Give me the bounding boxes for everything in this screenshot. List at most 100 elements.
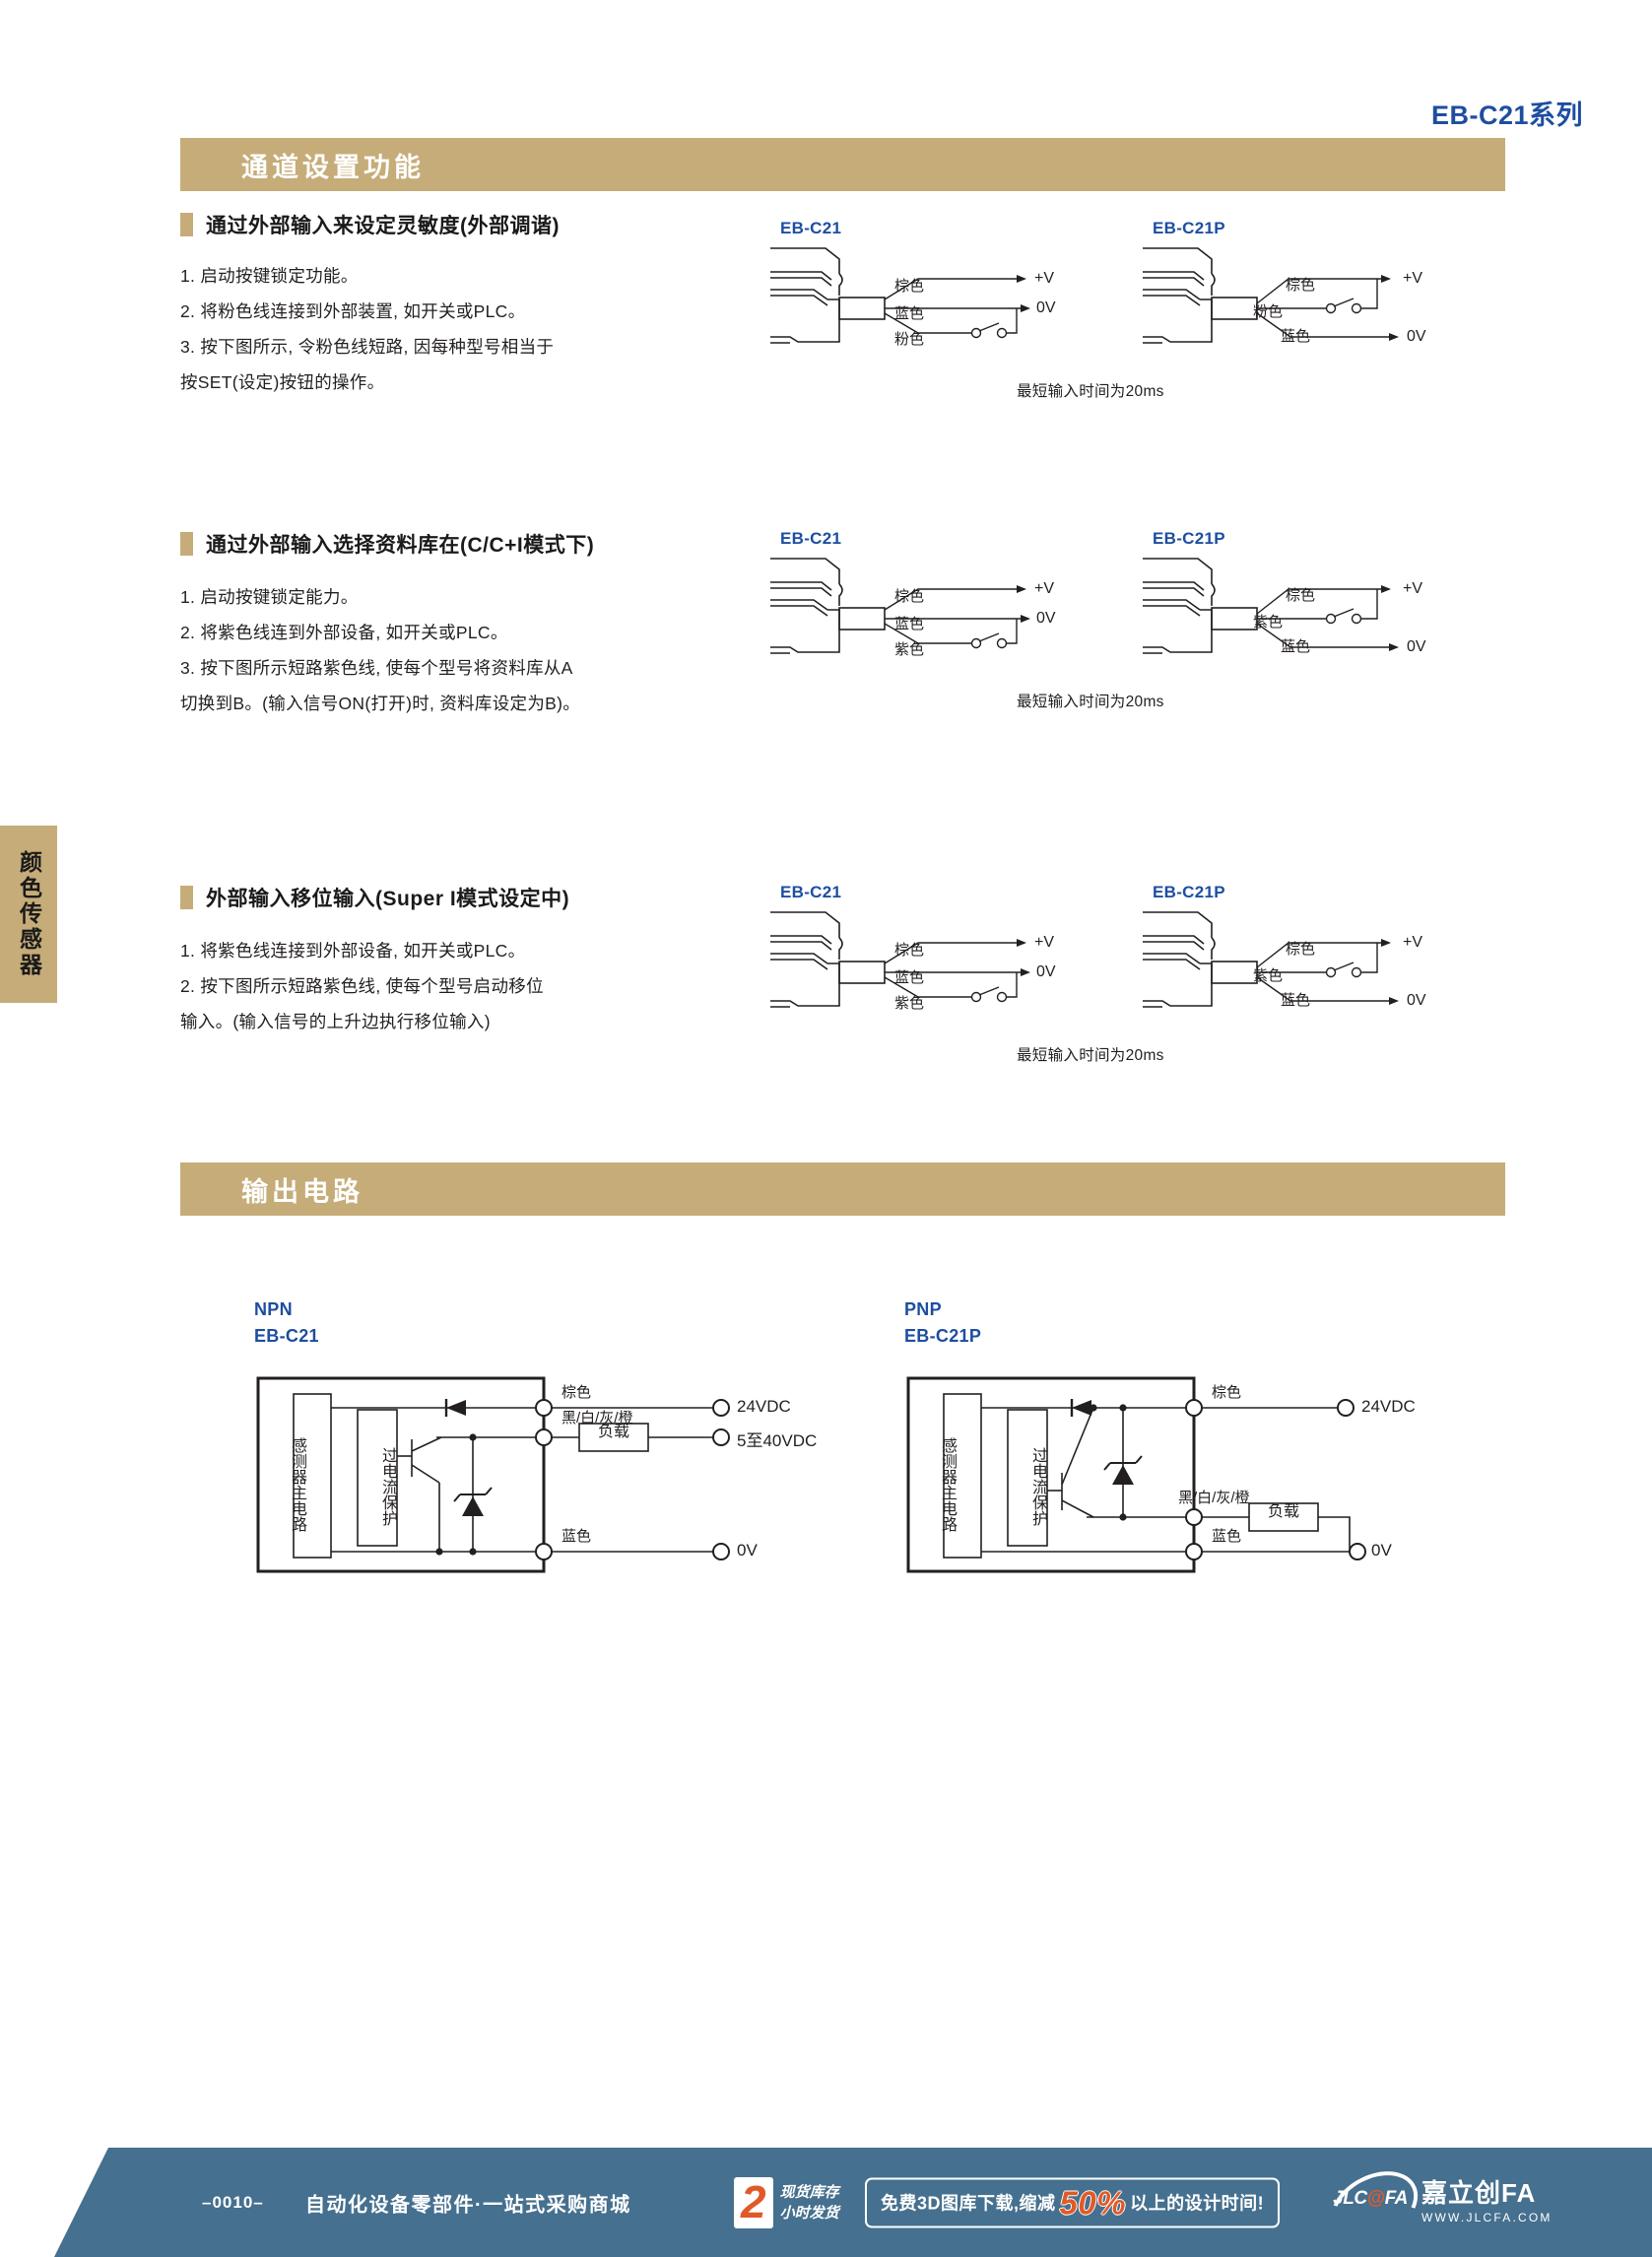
company-logo[interactable]: JLC@FA 嘉立创FA WWW.JLCFA.COM (1318, 2157, 1553, 2256)
diagram-3-note: 最短输入时间为20ms (1017, 1047, 1164, 1064)
diagram-3-pnp-label: EB-C21P (1153, 883, 1225, 901)
wiring-diagram-2-pnp (1141, 557, 1446, 670)
heading-marker-icon (180, 532, 193, 556)
page-title: EB-C21系列 (1430, 100, 1583, 130)
output-circuit-npn (254, 1374, 806, 1581)
wiring-diagram-3-pnp (1141, 910, 1446, 1024)
output-npn-wire-brown: 棕色 (562, 1384, 592, 1401)
side-tab-color-sensor: 颜色传感器 (0, 826, 57, 1003)
diagram-1-pnp-term-zero: 0V (1407, 328, 1426, 345)
heading-marker-icon (180, 886, 193, 909)
heading-marker-icon (180, 213, 193, 236)
output-pnp-term-24vdc: 24VDC (1361, 1397, 1416, 1416)
section-header-output-label: 输出电路 (241, 1176, 363, 1207)
output-pnp-wire-brown: 棕色 (1212, 1384, 1242, 1401)
subsection-heading-2-label: 通过外部输入选择资料库在(C/C+I模式下) (206, 534, 595, 557)
diagram-3-npn-wire-signal: 紫色 (894, 995, 925, 1012)
diagram-3-npn-wire-brown: 棕色 (894, 942, 925, 959)
output-pnp-wire-out: 黑/白/灰/橙 (1178, 1490, 1250, 1506)
promo-prefix: 免费3D图库下载,缩减 (881, 2193, 1056, 2214)
output-pnp-load-label: 负载 (1267, 1503, 1299, 1520)
output-npn-term-5to40vdc: 5至40VDC (737, 1431, 818, 1450)
wiring-diagram-3-npn (768, 910, 1074, 1024)
page-footer: –0010– 自动化设备零部件·一站式采购商城 2 现货库存 小时发货 免费3D… (0, 2148, 1652, 2257)
output-npn-term-0v: 0V (737, 1541, 758, 1560)
side-tab-label: 颜色传感器 (16, 850, 42, 978)
output-circuit-npn-title: NPN EB-C21 (254, 1299, 319, 1346)
output-npn-main-circuit-label: 感测器主电路 (289, 1437, 305, 1532)
diagram-2-npn-label: EB-C21 (780, 529, 842, 548)
diagram-3-pnp-wire-blue: 蓝色 (1281, 992, 1311, 1009)
diagram-2-pnp-wire-brown: 棕色 (1286, 587, 1316, 604)
diagram-1-pnp-wire-signal: 粉色 (1253, 303, 1284, 320)
promo-banner[interactable]: 免费3D图库下载,缩减 50% 以上的设计时间! (865, 2177, 1281, 2227)
logo-fa: FA (1384, 2187, 1409, 2209)
section-header-channel: 通道设置功能 (180, 138, 1505, 191)
logo-text-group: 嘉立创FA WWW.JLCFA.COM (1421, 2177, 1553, 2224)
diagram-2-npn-wire-brown: 棕色 (894, 588, 925, 605)
diagram-1-pnp-wire-blue: 蓝色 (1281, 328, 1311, 345)
logo-mark-icon: JLC@FA (1318, 2157, 1430, 2256)
wiring-diagram-2-npn (768, 557, 1074, 670)
section-header-output: 输出电路 (180, 1162, 1505, 1216)
diagram-1-npn-wire-brown: 棕色 (894, 278, 925, 295)
output-npn-wire-blue: 蓝色 (562, 1528, 592, 1545)
page-number: –0010– (202, 2192, 264, 2212)
diagram-2-note: 最短输入时间为20ms (1017, 694, 1164, 710)
diagram-2-npn-wire-signal: 紫色 (894, 641, 925, 658)
diagram-1-npn-wire-signal: 粉色 (894, 331, 925, 348)
wiring-diagram-1-pnp (1141, 246, 1446, 360)
diagram-3-pnp-wire-brown: 棕色 (1286, 941, 1316, 958)
diagram-1-note: 最短输入时间为20ms (1017, 383, 1164, 400)
subsection-heading-1-label: 通过外部输入来设定灵敏度(外部调谐) (206, 215, 560, 237)
diagram-3-pnp-term-zero: 0V (1407, 992, 1426, 1009)
output-pnp-protection-label: 过电流保护 (1029, 1447, 1046, 1526)
diagram-1-pnp-label: EB-C21P (1153, 219, 1225, 237)
shipping-badge-number: 2 (734, 2176, 773, 2228)
logo-wordmark: JLC@FA (1333, 2189, 1408, 2208)
subsection-heading-3: 外部输入移位输入(Super I模式设定中) (180, 883, 569, 912)
shipping-badge: 2 现货库存 小时发货 (734, 2176, 839, 2228)
diagram-3-npn-label: EB-C21 (780, 883, 842, 901)
footer-background (54, 2148, 1652, 2257)
diagram-3-npn-term-zero: 0V (1036, 963, 1056, 980)
output-npn-load-label: 负载 (597, 1424, 629, 1440)
promo-percent: 50% (1059, 2184, 1127, 2221)
output-npn-wire-out: 黑/白/灰/橙 (562, 1410, 633, 1427)
diagram-3-npn-term-plus: +V (1034, 934, 1055, 951)
subsection-heading-1: 通过外部输入来设定灵敏度(外部调谐) (180, 210, 560, 239)
output-circuit-pnp (904, 1374, 1456, 1581)
diagram-1-npn-wire-blue: 蓝色 (894, 305, 925, 322)
diagram-1-npn-term-plus: +V (1034, 270, 1055, 287)
diagram-1-pnp-wire-brown: 棕色 (1286, 277, 1316, 294)
diagram-2-npn-term-zero: 0V (1036, 610, 1056, 627)
diagram-2-pnp-term-plus: +V (1403, 580, 1423, 597)
diagram-1-pnp-term-plus: +V (1403, 270, 1423, 287)
logo-jlc: JLC (1333, 2187, 1367, 2209)
output-npn-term-24vdc: 24VDC (737, 1397, 791, 1416)
output-npn-protection-label: 过电流保护 (379, 1447, 396, 1526)
output-pnp-wire-blue: 蓝色 (1212, 1528, 1242, 1545)
subsection-heading-2: 通过外部输入选择资料库在(C/C+I模式下) (180, 529, 594, 559)
output-pnp-term-0v: 0V (1371, 1541, 1392, 1560)
logo-company-name: 嘉立创FA (1421, 2177, 1537, 2208)
shipping-badge-text: 现货库存 小时发货 (779, 2183, 839, 2222)
diagram-3-pnp-wire-signal: 紫色 (1253, 967, 1284, 984)
diagram-2-pnp-label: EB-C21P (1153, 529, 1225, 548)
promo-suffix: 以上的设计时间! (1130, 2193, 1265, 2214)
diagram-3-npn-wire-blue: 蓝色 (894, 969, 925, 986)
diagram-2-pnp-wire-blue: 蓝色 (1281, 638, 1311, 655)
footer-slogan: 自动化设备零部件·一站式采购商城 (305, 2194, 631, 2216)
diagram-1-npn-term-zero: 0V (1036, 299, 1056, 316)
subsection-heading-3-label: 外部输入移位输入(Super I模式设定中) (206, 888, 570, 910)
diagram-3-pnp-term-plus: +V (1403, 934, 1423, 951)
diagram-2-pnp-term-zero: 0V (1407, 638, 1426, 655)
diagram-2-npn-wire-blue: 蓝色 (894, 616, 925, 632)
subsection-body-3: 1. 将紫色线连接到外部设备, 如开关或PLC。 2. 按下图所示短路紫色线, … (180, 941, 544, 1031)
diagram-2-npn-term-plus: +V (1034, 580, 1055, 597)
subsection-body-1: 1. 启动按键锁定功能。 2. 将粉色线连接到外部装置, 如开关或PLC。 3.… (180, 266, 555, 392)
subsection-body-2: 1. 启动按键锁定能力。 2. 将紫色线连到外部设备, 如开关或PLC。 3. … (180, 587, 581, 713)
diagram-2-pnp-wire-signal: 紫色 (1253, 614, 1284, 631)
output-circuit-pnp-title: PNP EB-C21P (904, 1299, 982, 1346)
